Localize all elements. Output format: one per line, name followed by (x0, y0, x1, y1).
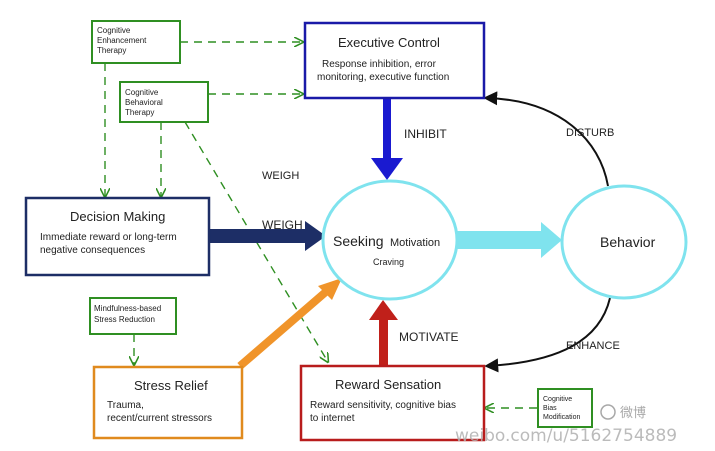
seeking-behavior-arrow (457, 222, 562, 258)
reward-title: Reward Sensation (335, 377, 441, 392)
cbt-line-3: Therapy (125, 108, 154, 117)
inhibit-arrow (371, 99, 403, 180)
label-weigh-top: WEIGH (262, 170, 299, 182)
node-decision-making: Decision Making Immediate reward or long… (24, 196, 211, 277)
cbm-line-1: Cognitive (543, 396, 572, 403)
cet-line-3: Therapy (97, 46, 126, 55)
node-seeking: Seeking Motivation Craving (321, 179, 459, 301)
cbm-line-3: Modification (543, 414, 580, 421)
watermark-brand: 微博 (620, 406, 646, 421)
dashed-connectors (105, 42, 537, 408)
label-weigh-arrow: WEIGH (262, 218, 303, 232)
reward-line-1: Reward sensitivity, cognitive bias (310, 400, 456, 411)
cet-line-1: Cognitive (97, 26, 131, 35)
executive-line-1: Response inhibition, error (322, 59, 437, 70)
edge-cbt-reward (184, 121, 328, 362)
label-inhibit: INHIBIT (404, 127, 447, 141)
seeking-title: Seeking (333, 233, 384, 249)
decision-title: Decision Making (70, 209, 165, 224)
mbsr-line-2: Stress Reduction (94, 315, 155, 324)
node-mbsr: Mindfulness-based Stress Reduction (89, 297, 177, 335)
behavior-title: Behavior (600, 234, 656, 250)
cet-line-2: Enhancement (97, 36, 147, 45)
seeking-sub2: Craving (373, 257, 404, 267)
decision-line-2: negative consequences (40, 245, 145, 256)
edge-behavior-reward-curve (484, 297, 611, 373)
node-reward-sensation: Reward Sensation Reward sensitivity, cog… (299, 364, 486, 442)
label-disturb: DISTURB (566, 127, 614, 139)
label-enhance: ENHANCE (566, 340, 620, 352)
weibo-logo-icon (600, 404, 616, 420)
watermark: 微博 weibo.com/u/5162754889 (455, 404, 677, 446)
node-behavior: Behavior (560, 184, 688, 300)
cbt-line-1: Cognitive (125, 88, 159, 97)
stress-line-2: recent/current stressors (107, 413, 212, 424)
node-stress-relief: Stress Relief Trauma, recent/current str… (92, 365, 244, 440)
decision-line-1: Immediate reward or long-term (40, 232, 177, 243)
stress-arrow (237, 278, 342, 370)
seeking-subtitle: Motivation (390, 237, 440, 249)
stress-title: Stress Relief (134, 378, 208, 393)
executive-title: Executive Control (338, 35, 440, 50)
reward-line-2: to internet (310, 413, 355, 424)
motivate-arrow (369, 300, 398, 365)
cbm-line-2: Bias (543, 405, 557, 412)
node-cet: Cognitive Enhancement Therapy (91, 20, 181, 64)
weigh-arrow (210, 221, 326, 251)
executive-line-2: monitoring, executive function (317, 72, 449, 83)
mbsr-line-1: Mindfulness-based (94, 304, 161, 313)
node-cbm: Cognitive Bias Modification (537, 388, 593, 428)
node-executive-control: Executive Control Response inhibition, e… (303, 21, 486, 100)
stress-line-1: Trauma, (107, 400, 144, 411)
edge-behavior-executive-curve (483, 91, 609, 187)
node-cbt: Cognitive Behavioral Therapy (119, 81, 209, 123)
label-motivate: MOTIVATE (399, 330, 459, 344)
cbt-line-2: Behavioral (125, 98, 163, 107)
watermark-handle: weibo.com/u/5162754889 (455, 426, 677, 446)
